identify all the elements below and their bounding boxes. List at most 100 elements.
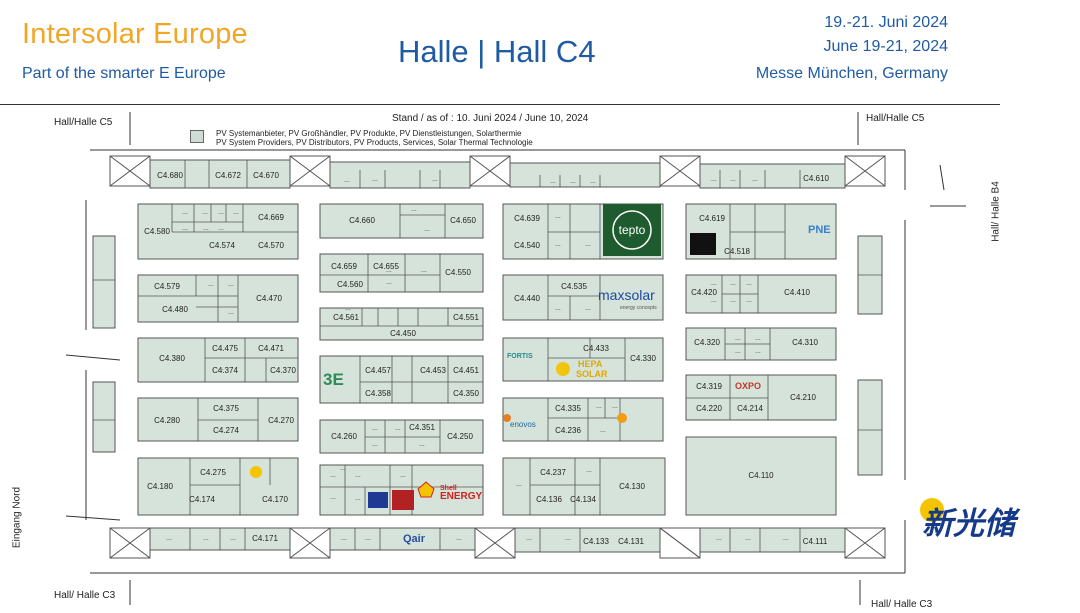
booth-label: C4.680 [157,171,183,180]
booth-label: C4.136 [536,495,562,504]
venue: Messe München, Germany [755,65,948,82]
shell-energy-logo: ENERGY [440,491,483,502]
booth-label: C4.433 [583,344,609,353]
booth-ellipsis: ... [372,425,378,432]
booth-ellipsis: ... [203,535,209,542]
booth-ellipsis: ... [218,209,224,216]
booth-ellipsis: ... [783,535,789,542]
booth-ellipsis: ... [600,427,606,434]
booth-label: C4.619 [699,214,725,223]
booth-ellipsis: ... [746,297,752,304]
booth-ellipsis: ... [526,535,532,542]
booth-label: C4.670 [253,171,279,180]
booth-ellipsis: ... [386,279,392,286]
hall-label-top-right: Hall/Halle C5 [866,113,925,124]
watermark: 新光储 [922,506,1015,542]
booth-label: C4.380 [159,354,185,363]
booth-ellipsis: ... [345,305,351,312]
booth-label: C4.457 [365,366,391,375]
enovos-icon [503,414,511,422]
booth-label: C4.236 [555,426,581,435]
booth-ellipsis: ... [745,535,751,542]
booth-label: C4.171 [252,534,278,543]
booth-label: C4.669 [258,213,284,222]
booth-label: C4.319 [696,382,722,391]
booth-label: C4.110 [748,471,774,480]
booth-label: C4.410 [784,288,810,297]
booth-label: C4.220 [696,404,722,413]
booth-ellipsis: ... [516,481,522,488]
booth-label: C4.650 [450,216,476,225]
maxsolar-sub: energy concepts [620,305,657,311]
booth-ellipsis: ... [330,472,336,479]
hall-label-bottom-right: Hall/ Halle C3 [871,599,933,610]
booth-ellipsis: ... [395,425,401,432]
booth-label: C4.174 [189,495,215,504]
booth-ellipsis: ... [755,348,761,355]
booth-ellipsis: ... [596,403,602,410]
booth-ellipsis: ... [565,535,571,542]
hall-label-bottom-left: Hall/ Halle C3 [54,590,116,601]
legend-de: PV Systemanbieter, PV Großhändler, PV Pr… [216,129,522,138]
booth-ellipsis: ... [755,335,761,342]
booth-ellipsis: ... [386,267,392,274]
booth-ellipsis: ... [746,280,752,287]
booth-label: C4.660 [349,216,375,225]
hepa-solar-logo: SOLAR [576,369,608,379]
booth-ellipsis: ... [372,176,378,183]
booth-ellipsis: ... [330,494,336,501]
booth-label: C4.170 [262,495,288,504]
booth-label: C4.561 [333,313,359,322]
booth-ellipsis: ... [555,213,561,220]
booth-label: C4.320 [694,338,720,347]
blue-logo [368,492,388,508]
booth-label: C4.453 [420,366,446,375]
booth-label: C4.659 [331,262,357,271]
booth-ellipsis: ... [203,225,209,232]
booth-ellipsis: ... [400,472,406,479]
booth-ellipsis: ... [570,178,576,185]
booth-label: C4.358 [365,389,391,398]
booth-ellipsis: ... [355,472,361,479]
booth-ellipsis: ... [411,206,417,213]
booth-ellipsis: ... [550,178,556,185]
booth-label: C4.560 [337,280,363,289]
booth-label: C4.237 [540,468,566,477]
date-en: June 19-21, 2024 [823,38,948,55]
stand-date: Stand / as of : 10. Juni 2024 / June 10,… [392,113,589,124]
hepa-icon [556,362,570,376]
booth-label: C4.270 [268,416,294,425]
tepto-logo-ring [612,210,652,250]
booth-label: C4.330 [630,354,656,363]
booth-label: C4.260 [331,432,357,441]
red-logo [392,490,414,510]
booth-ellipsis: ... [355,495,361,502]
booth-ellipsis: ... [585,241,591,248]
booth-ellipsis: ... [730,280,736,287]
brand-tagline: Part of the smarter E Europe [22,65,226,82]
booth-label: C4.134 [570,495,596,504]
booth-label: C4.350 [453,389,479,398]
booth-ellipsis: ... [372,441,378,448]
booth-label: C4.471 [258,344,284,353]
fortis-logo: FORTIS [507,353,533,360]
booth-ellipsis: ... [735,348,741,355]
booth-ellipsis: ... [586,467,592,474]
booth-ellipsis: ... [730,297,736,304]
enovos-logo: enovos [510,420,536,429]
booth-label: C4.180 [147,482,173,491]
booth-ellipsis: ... [612,403,618,410]
booth-ellipsis: ... [555,241,561,248]
booth-label: C4.131 [618,537,644,546]
pne-logo: PNE [808,224,831,236]
booth-ellipsis: ... [421,267,427,274]
oxpo-logo: OXPO [735,381,761,391]
booth-ellipsis: ... [182,225,188,232]
booth-ellipsis: ... [419,441,425,448]
booth-label: C4.214 [737,404,763,413]
booth-label: C4.450 [390,329,416,338]
booth-ellipsis: ... [424,226,430,233]
hepa-logo: HEPA [578,359,603,369]
legend-en: PV System Providers, PV Distributors, PV… [216,138,533,147]
